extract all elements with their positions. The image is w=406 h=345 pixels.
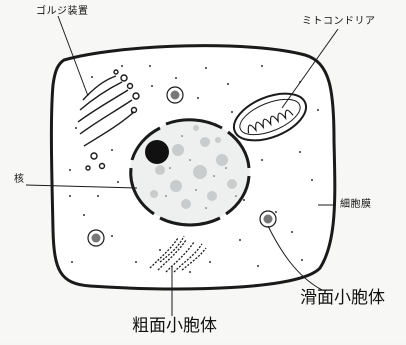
mitochondria-label: ミトコンドリア bbox=[302, 17, 376, 27]
cell-membrane-label: 細胞膜 bbox=[340, 200, 372, 210]
rough-er-label: 粗面小胞体 bbox=[132, 318, 217, 335]
golgi-label: ゴルジ装置 bbox=[36, 7, 89, 17]
smooth-er bbox=[260, 211, 276, 227]
vesicle-lower-left bbox=[88, 230, 104, 246]
smooth-er-label: 滑面小胞体 bbox=[300, 290, 385, 307]
nucleus bbox=[130, 120, 250, 225]
nucleolus bbox=[145, 140, 169, 164]
vesicle bbox=[167, 87, 183, 103]
nucleus-label: 核 bbox=[14, 175, 25, 185]
